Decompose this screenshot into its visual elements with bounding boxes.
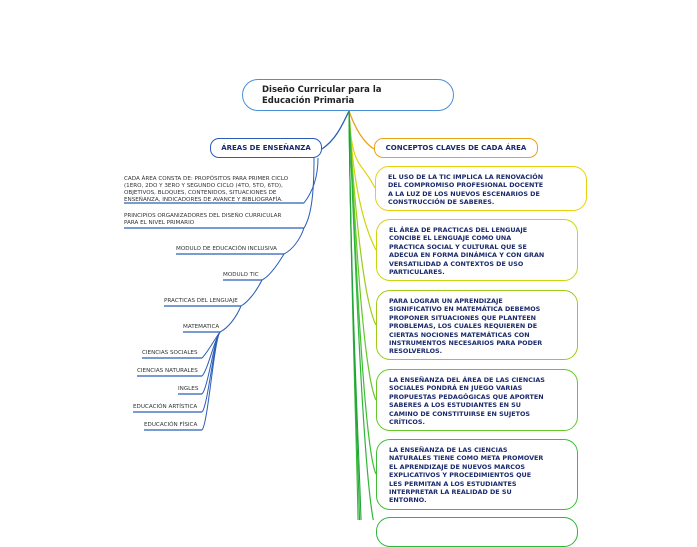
card-concepto-tic[interactable]: EL USO DE LA TIC IMPLICA LA RENOVACIÓN D… — [375, 166, 587, 211]
mind-map-canvas: Diseño Curricular para la Educación Prim… — [124, 79, 587, 547]
link-root-offscreen — [348, 110, 362, 520]
link-root-card — [348, 110, 377, 475]
link-root-card — [348, 110, 376, 189]
leaf-ingles[interactable]: INGLES — [178, 386, 199, 392]
leaf-text-line: ENSEÑANZA, INDICADORES DE AVANCE Y BIBLI… — [124, 197, 283, 203]
card-text: LA ENSEÑANZA DEL ÁREA DE LAS CIENCIAS SO… — [389, 376, 545, 427]
link-root-card — [348, 110, 377, 401]
branch-areas-de-ensenanza[interactable]: ÁREAS DE ENSEÑANZA — [210, 138, 322, 158]
leaf-ciencias-sociales[interactable]: CIENCIAS SOCIALES — [142, 350, 198, 356]
leaf-principios-organizadores[interactable]: PRINCIPIOS ORGANIZADORES DEL DISEÑO CURR… — [124, 213, 281, 227]
root-topic-line-1: Diseño Curricular para la — [262, 85, 382, 95]
link-root-offscreen — [348, 110, 361, 520]
root-topic-line-2: Educación Primaria — [262, 96, 355, 106]
link-left-leaf — [303, 157, 315, 229]
card-concepto-ciencias-sociales[interactable]: LA ENSEÑANZA DEL ÁREA DE LAS CIENCIAS SO… — [376, 369, 578, 431]
card-text: EL USO DE LA TIC IMPLICA LA RENOVACIÓN D… — [388, 173, 544, 207]
link-left-leaf — [201, 331, 221, 395]
link-left-leaf — [219, 305, 242, 333]
leaf-text-line: (1ERO, 2DO Y 3ERO Y SEGUNDO CICLO (4TO, … — [124, 183, 283, 189]
leaf-educacion-artistica[interactable]: EDUCACIÓN ARTÍSTICA — [133, 404, 198, 410]
card-partial-next[interactable] — [376, 517, 578, 547]
leaf-text-line: PARA EL NIVEL PRIMARIO — [124, 220, 195, 226]
link-left-leaf — [201, 331, 221, 377]
branch-conceptos-claves[interactable]: CONCEPTOS CLAVES DE CADA ÁREA — [374, 138, 538, 158]
link-left-leaf — [303, 157, 319, 204]
link-left-leaf — [201, 331, 221, 431]
leaf-educacion-fisica[interactable]: EDUCACIÓN FÍSICA — [144, 422, 198, 428]
link-root-card — [348, 110, 377, 251]
connector-lines — [124, 110, 377, 520]
card-concepto-ciencias-naturales[interactable]: LA ENSEÑANZA DE LAS CIENCIAS NATURALES T… — [376, 439, 578, 510]
root-topic[interactable]: Diseño Curricular para la Educación Prim… — [242, 79, 454, 111]
leaf-modulo-tic[interactable]: MODULO TIC — [223, 272, 259, 278]
link-root-offscreen — [348, 110, 359, 520]
link-root-card — [348, 110, 377, 326]
link-root-card — [348, 110, 375, 520]
link-left-leaf — [240, 279, 263, 307]
leaf-ciencias-naturales[interactable]: CIENCIAS NATURALES — [137, 368, 198, 374]
link-root-right — [348, 110, 375, 150]
leaf-practicas-del-lenguaje[interactable]: PRACTICAS DEL LENGUAJE — [164, 298, 238, 304]
leaf-text-line: CADA ÁREA CONSTA DE: PROPÓSITOS PARA PRI… — [124, 176, 289, 182]
leaf-modulo-educacion-inclusiva[interactable]: MODULO DE EDUCACIÓN INCLUSIVA — [176, 246, 278, 252]
leaf-text-line: PRINCIPIOS ORGANIZADORES DEL DISEÑO CURR… — [124, 213, 282, 219]
card-concepto-practicas-lenguaje[interactable]: EL ÁREA DE PRACTICAS DEL LENGUAJE CONCIB… — [376, 219, 578, 281]
link-left-leaf — [261, 253, 285, 281]
card-text: PARA LOGRAR UN APRENDIZAJE SIGNIFICATIVO… — [389, 297, 543, 356]
link-left-leaf — [201, 331, 221, 359]
leaf-cada-area[interactable]: CADA ÁREA CONSTA DE: PROPÓSITOS PARA PRI… — [124, 176, 288, 204]
leaf-matematica[interactable]: MATEMATICA — [183, 324, 220, 330]
card-text: LA ENSEÑANZA DE LAS CIENCIAS NATURALES T… — [389, 446, 544, 505]
card-concepto-matematica[interactable]: PARA LOGRAR UN APRENDIZAJE SIGNIFICATIVO… — [376, 290, 578, 360]
link-left-leaf — [283, 227, 305, 255]
card-text: EL ÁREA DE PRACTICAS DEL LENGUAJE CONCIB… — [389, 226, 545, 277]
link-root-left — [321, 110, 350, 150]
leaf-text-line: OBJETIVOS, BLOQUES, CONTENIDOS, SITUACIO… — [124, 190, 277, 196]
link-left-leaf — [201, 331, 221, 413]
